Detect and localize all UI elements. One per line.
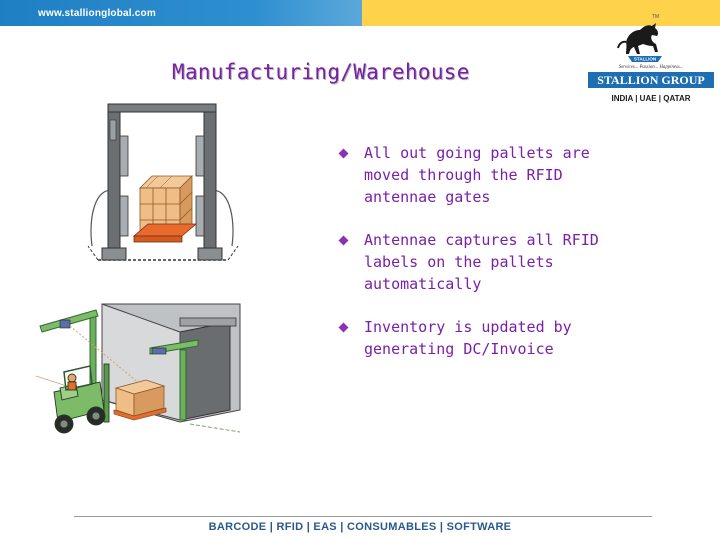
- bullet-diamond-icon: [338, 322, 349, 333]
- footer-divider: [74, 516, 652, 517]
- bullet-item: Inventory is updated by generating DC/In…: [338, 316, 640, 360]
- header-bar: www.stallionglobal.com: [0, 0, 720, 26]
- bullet-text: All out going pallets are moved through …: [364, 144, 590, 206]
- forklift-icon: [53, 363, 110, 434]
- logo-company-bar: [588, 72, 714, 88]
- bullet-diamond-icon: [338, 235, 349, 246]
- bullet-text: Inventory is updated by generating DC/In…: [364, 318, 572, 358]
- logo-locations: INDIA | UAE | QATAR: [612, 94, 691, 103]
- slide-title: Manufacturing/Warehouse: [172, 60, 470, 84]
- forklift-warehouse-illustration: [35, 303, 241, 434]
- footer-product-lines: BARCODE | RFID | EAS | CONSUMABLES | SOF…: [208, 521, 512, 533]
- bullet-text: Antennae captures all RFID labels on the…: [364, 231, 599, 293]
- bullet-item: All out going pallets are moved through …: [338, 142, 640, 208]
- logo-badge: [628, 56, 662, 62]
- bullet-item: Antennae captures all RFID labels on the…: [338, 229, 640, 295]
- header-blue-band: [0, 0, 362, 26]
- bullet-diamond-icon: [338, 148, 349, 159]
- logo-tagline: Services... Passion... Happiness...: [619, 65, 684, 70]
- website-url[interactable]: www.stallionglobal.com: [38, 8, 156, 19]
- logo-badge-text: STALLION: [634, 57, 656, 62]
- bullet-list: All out going pallets are moved through …: [338, 142, 640, 381]
- horse-icon: [617, 23, 659, 54]
- rfid-reader-icon: [59, 319, 71, 329]
- logo-tm: TM: [652, 14, 659, 20]
- logo-company-name: STALLION GROUP: [597, 73, 704, 87]
- stallion-group-logo: TM STALLION Services... Passion... Happi…: [588, 14, 714, 103]
- rfid-gate-illustration: [87, 103, 239, 261]
- header-yellow-band: [362, 0, 720, 26]
